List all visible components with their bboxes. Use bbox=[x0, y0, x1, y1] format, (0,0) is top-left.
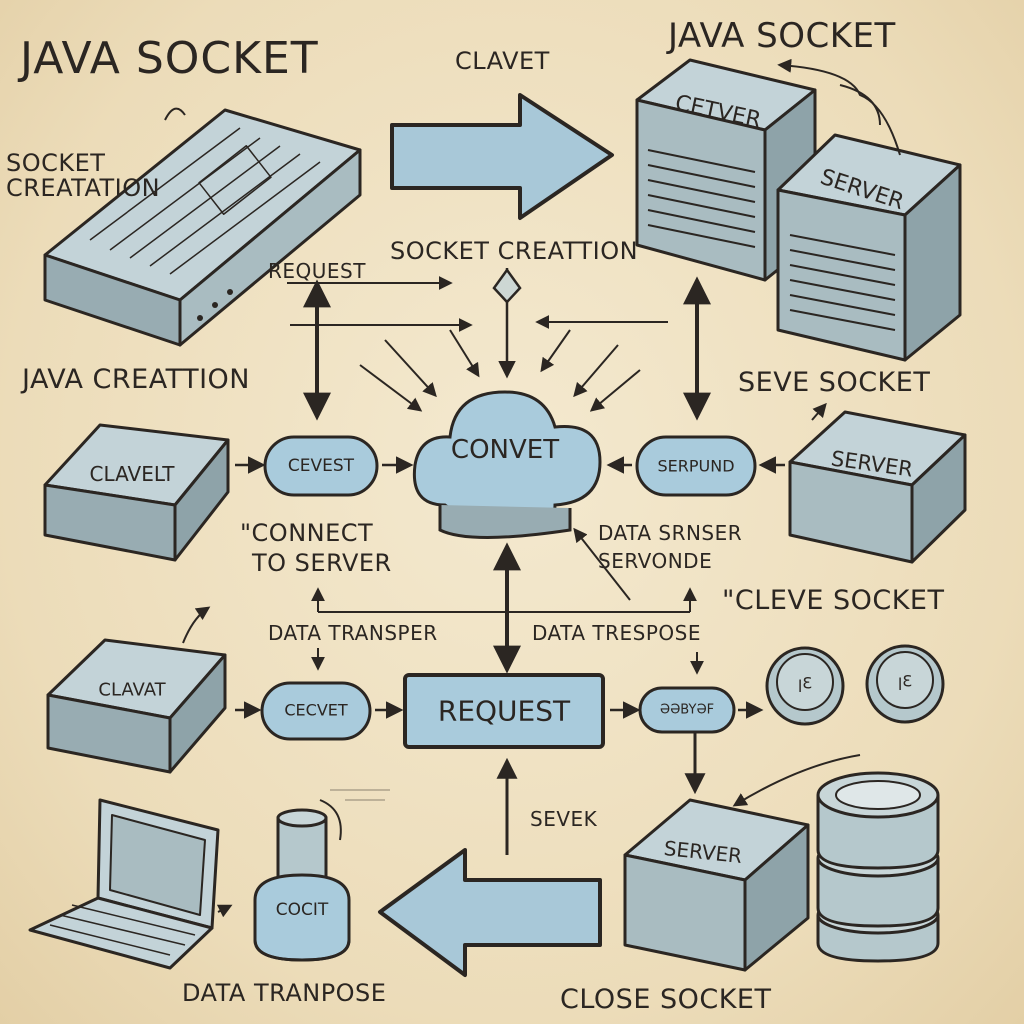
title-main: JAVA SOCKET bbox=[20, 33, 319, 84]
laptop-bottom-left bbox=[28, 798, 220, 970]
convet-label: CONVET bbox=[450, 435, 560, 465]
label-sevek: SEVEK bbox=[530, 807, 598, 831]
server-box-middle bbox=[788, 410, 967, 564]
database-stack bbox=[816, 771, 940, 963]
cecvet-label: CECVET bbox=[284, 700, 348, 720]
serpund-label: SERPUND bbox=[657, 456, 735, 476]
clavelt-box bbox=[43, 423, 230, 562]
cecvet-pill bbox=[260, 681, 372, 741]
label-connect-2: TO SERVER bbox=[252, 549, 392, 577]
label-socket-creation-left-2: CREATATION bbox=[6, 174, 161, 202]
label-data-sr-1: DATA SRNSER bbox=[598, 521, 743, 545]
disc-2-label: ꞁƐ bbox=[897, 671, 913, 691]
disc-nodes bbox=[765, 644, 945, 726]
label-data-trespose: DATA TRESPOSE bbox=[532, 621, 701, 645]
label-seve-socket: SEVE SOCKET bbox=[738, 367, 931, 398]
label-clavet-top: CLAVET bbox=[455, 47, 550, 75]
label-data-sr-2: SERVONDE bbox=[598, 549, 713, 573]
request-box bbox=[403, 673, 605, 749]
label-socket-creation-center: SOCKET CREATTION bbox=[390, 237, 639, 265]
cocit-cylinder bbox=[253, 799, 351, 962]
diamond-node bbox=[492, 267, 522, 304]
cevest-label: CEVEST bbox=[287, 456, 355, 476]
serpund-pill bbox=[635, 435, 757, 497]
disc-1-label: ꞁƐ bbox=[797, 673, 813, 693]
clavelt-label: CLAVELT bbox=[89, 462, 175, 486]
label-socket-creation-left-1: SOCKET bbox=[6, 149, 106, 177]
convet-cloud bbox=[412, 390, 602, 539]
label-java-creation: JAVA CREATTION bbox=[22, 364, 250, 395]
radiating-arrows bbox=[359, 329, 641, 601]
clavat-box bbox=[46, 638, 227, 774]
small-pill-label: ƏƏBYƏF bbox=[659, 702, 715, 718]
label-request-top: REQUEST bbox=[268, 259, 366, 283]
server-tower-front bbox=[776, 58, 962, 362]
title-right: JAVA SOCKET bbox=[668, 16, 896, 56]
right-arrow-top bbox=[390, 93, 614, 220]
client-device-top-left bbox=[43, 107, 362, 347]
clavat-label: CLAVAT bbox=[98, 679, 166, 701]
cevest-pill bbox=[263, 435, 379, 497]
label-data-tranpose: DATA TRANPOSE bbox=[182, 979, 387, 1007]
label-close-socket: CLOSE SOCKET bbox=[560, 984, 772, 1015]
request-label: REQUEST bbox=[437, 694, 571, 728]
label-cleve-socket: "CLEVE SOCKET bbox=[722, 585, 945, 616]
label-data-transper: DATA TRANSPER bbox=[268, 621, 438, 645]
left-arrow-bottom bbox=[378, 848, 602, 977]
guide-lines bbox=[287, 276, 697, 613]
cocit-label: COCIT bbox=[275, 900, 329, 920]
server-box-bottom bbox=[623, 798, 810, 972]
label-connect-1: "CONNECT bbox=[240, 519, 374, 547]
small-pill bbox=[638, 686, 736, 734]
